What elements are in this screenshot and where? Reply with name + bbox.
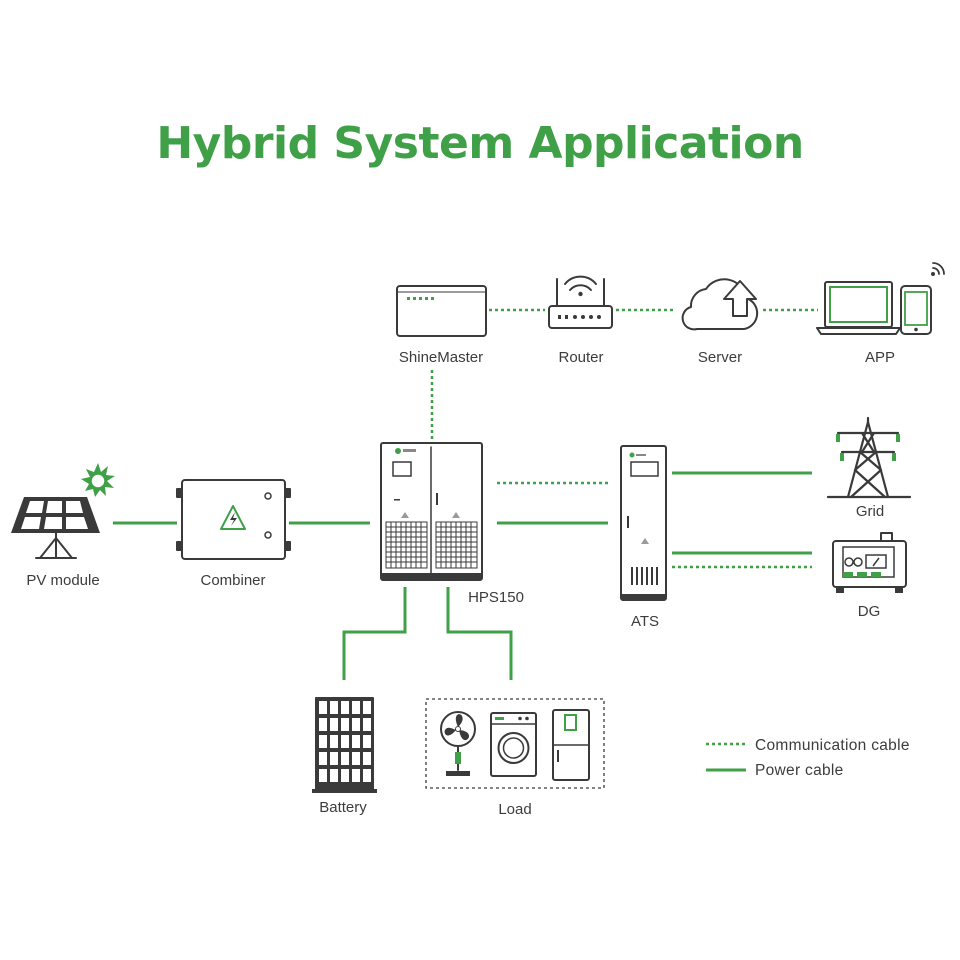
load-label: Load bbox=[498, 801, 531, 818]
app-label: APP bbox=[865, 349, 895, 366]
laptop-icon bbox=[816, 281, 901, 335]
solar-panel-icon bbox=[11, 497, 100, 559]
power-line-hps-battery bbox=[342, 587, 407, 680]
router-label: Router bbox=[558, 349, 603, 366]
router-device: Router bbox=[548, 275, 613, 366]
ats-label: ATS bbox=[631, 613, 659, 630]
app-devices: APP bbox=[816, 262, 945, 366]
battery-label: Battery bbox=[319, 799, 367, 816]
grid-tower-icon: Grid bbox=[826, 416, 912, 520]
grid-label: Grid bbox=[856, 503, 884, 520]
shinemaster-label: ShineMaster bbox=[399, 349, 483, 366]
generator-icon: DG bbox=[832, 532, 907, 620]
wifi-icon bbox=[564, 275, 597, 297]
server-cloud-icon: Server bbox=[681, 278, 759, 366]
load-group: Load bbox=[425, 698, 605, 818]
server-label: Server bbox=[698, 349, 742, 366]
shinemaster-device: ShineMaster bbox=[396, 285, 487, 366]
connections bbox=[113, 308, 818, 680]
sun-icon bbox=[81, 463, 115, 497]
upload-arrow-icon bbox=[723, 280, 757, 317]
signal-icon bbox=[931, 262, 945, 276]
hps150-cabinet: HPS150 bbox=[380, 442, 524, 606]
power-line-hps-load bbox=[446, 587, 513, 680]
hps150-label: HPS150 bbox=[468, 589, 524, 606]
page-title: Hybrid System Application bbox=[156, 118, 804, 169]
refrigerator-icon bbox=[552, 709, 590, 781]
fan-icon bbox=[440, 711, 476, 776]
warning-icon bbox=[220, 505, 246, 530]
legend-power-label: Power cable bbox=[755, 762, 844, 779]
ats-cabinet: ATS bbox=[620, 445, 667, 630]
dg-label: DG bbox=[858, 603, 881, 620]
washing-machine-icon bbox=[490, 712, 537, 777]
pv-module-device: PV module bbox=[11, 463, 115, 589]
legend: Communication cable Power cable bbox=[706, 737, 910, 779]
combiner-label: Combiner bbox=[200, 572, 265, 589]
phone-icon bbox=[900, 285, 932, 335]
legend-communication-label: Communication cable bbox=[755, 737, 910, 754]
battery-rack-icon: Battery bbox=[312, 697, 377, 816]
pv-module-label: PV module bbox=[26, 572, 99, 589]
combiner-device: Combiner bbox=[176, 479, 291, 589]
